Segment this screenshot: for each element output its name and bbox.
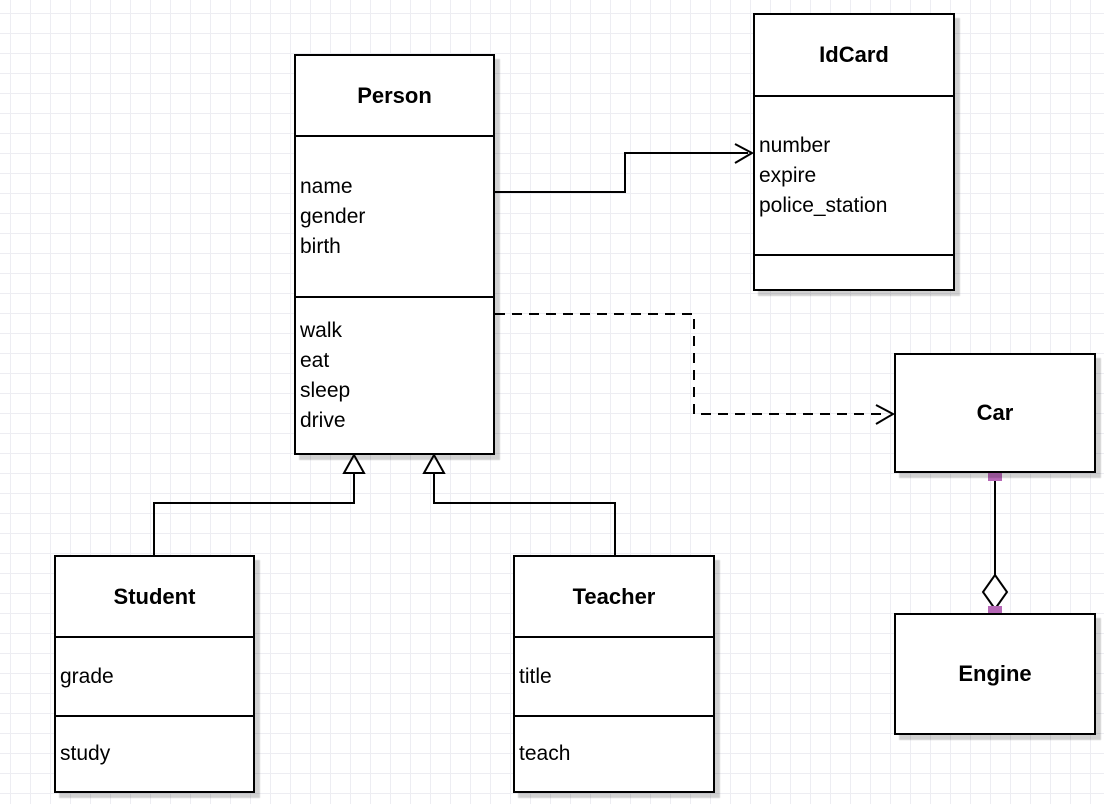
class-student[interactable]: Student grade study: [54, 555, 255, 793]
method[interactable]: sleep: [300, 378, 351, 402]
open-arrowhead-icon: [734, 143, 755, 164]
class-engine-title[interactable]: Engine: [958, 661, 1032, 686]
class-student-attributes[interactable]: grade: [56, 636, 253, 715]
hollow-triangle-icon: [342, 452, 366, 474]
class-car[interactable]: Car: [894, 353, 1096, 473]
attribute[interactable]: title: [519, 664, 552, 688]
class-teacher-title[interactable]: Teacher: [572, 583, 656, 609]
generalization-teacher-person[interactable]: [422, 452, 616, 555]
class-car-title[interactable]: Car: [976, 400, 1014, 425]
class-engine[interactable]: Engine: [894, 613, 1096, 735]
aggregation-car-engine[interactable]: [981, 467, 1009, 620]
hollow-diamond-icon: [981, 573, 1009, 611]
dependency-person-car[interactable]: [495, 313, 896, 425]
class-person-attributes[interactable]: name gender birth: [296, 135, 493, 296]
class-person-methods[interactable]: walk eat sleep drive: [296, 296, 493, 453]
method[interactable]: walk: [300, 318, 343, 342]
generalization-student-person[interactable]: [153, 452, 366, 555]
attribute[interactable]: name: [300, 174, 353, 198]
attribute[interactable]: police_station: [759, 193, 888, 217]
class-student-title[interactable]: Student: [113, 583, 196, 609]
method[interactable]: study: [60, 742, 111, 765]
attribute[interactable]: number: [759, 133, 831, 157]
class-person[interactable]: Person name gender birth walk eat sleep …: [294, 54, 495, 455]
class-idcard[interactable]: IdCard number expire police_station: [753, 13, 955, 291]
class-person-title[interactable]: Person: [357, 82, 432, 108]
class-teacher[interactable]: Teacher title teach: [513, 555, 715, 793]
method[interactable]: eat: [300, 348, 330, 372]
attribute[interactable]: gender: [300, 204, 366, 228]
open-arrowhead-icon: [875, 404, 896, 425]
attribute[interactable]: expire: [759, 163, 817, 187]
association-person-idcard[interactable]: [495, 143, 755, 193]
class-idcard-methods-empty[interactable]: [755, 254, 953, 289]
class-idcard-attributes[interactable]: number expire police_station: [755, 95, 953, 254]
class-student-methods[interactable]: study: [56, 715, 253, 791]
class-idcard-title[interactable]: IdCard: [819, 42, 889, 67]
class-teacher-attributes[interactable]: title: [515, 636, 713, 715]
attribute[interactable]: grade: [60, 664, 114, 688]
method[interactable]: drive: [300, 408, 346, 432]
attribute[interactable]: birth: [300, 234, 341, 258]
method[interactable]: teach: [519, 742, 571, 765]
hollow-triangle-icon: [422, 452, 446, 474]
class-teacher-methods[interactable]: teach: [515, 715, 713, 791]
